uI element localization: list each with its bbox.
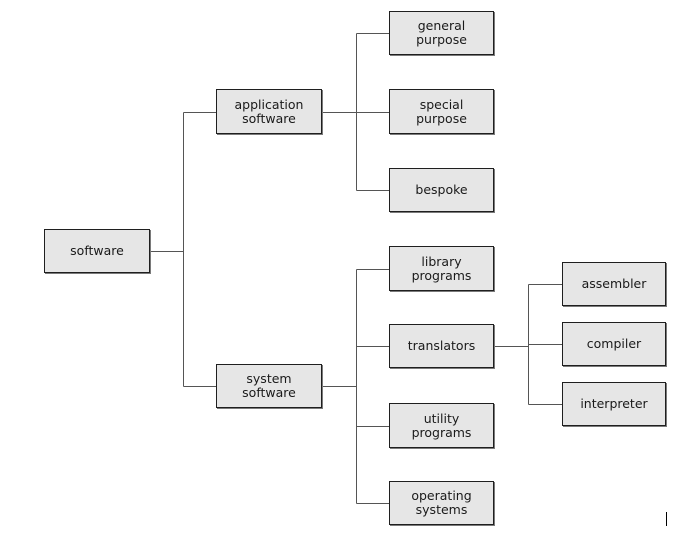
node-translators: translators — [389, 324, 494, 368]
node-assembler: assembler — [562, 262, 666, 306]
node-application-software: application software — [216, 89, 322, 134]
node-library-programs: library programs — [389, 246, 494, 291]
node-compiler: compiler — [562, 322, 666, 366]
node-general-purpose: general purpose — [389, 11, 494, 55]
node-interpreter: interpreter — [562, 382, 666, 426]
node-special-purpose: special purpose — [389, 89, 494, 134]
node-software: software — [44, 229, 150, 273]
stray-tick-mark — [666, 512, 667, 526]
node-utility-programs: utility programs — [389, 403, 494, 448]
node-operating-systems: operating systems — [389, 481, 494, 525]
node-bespoke: bespoke — [389, 168, 494, 212]
node-system-software: system software — [216, 364, 322, 408]
